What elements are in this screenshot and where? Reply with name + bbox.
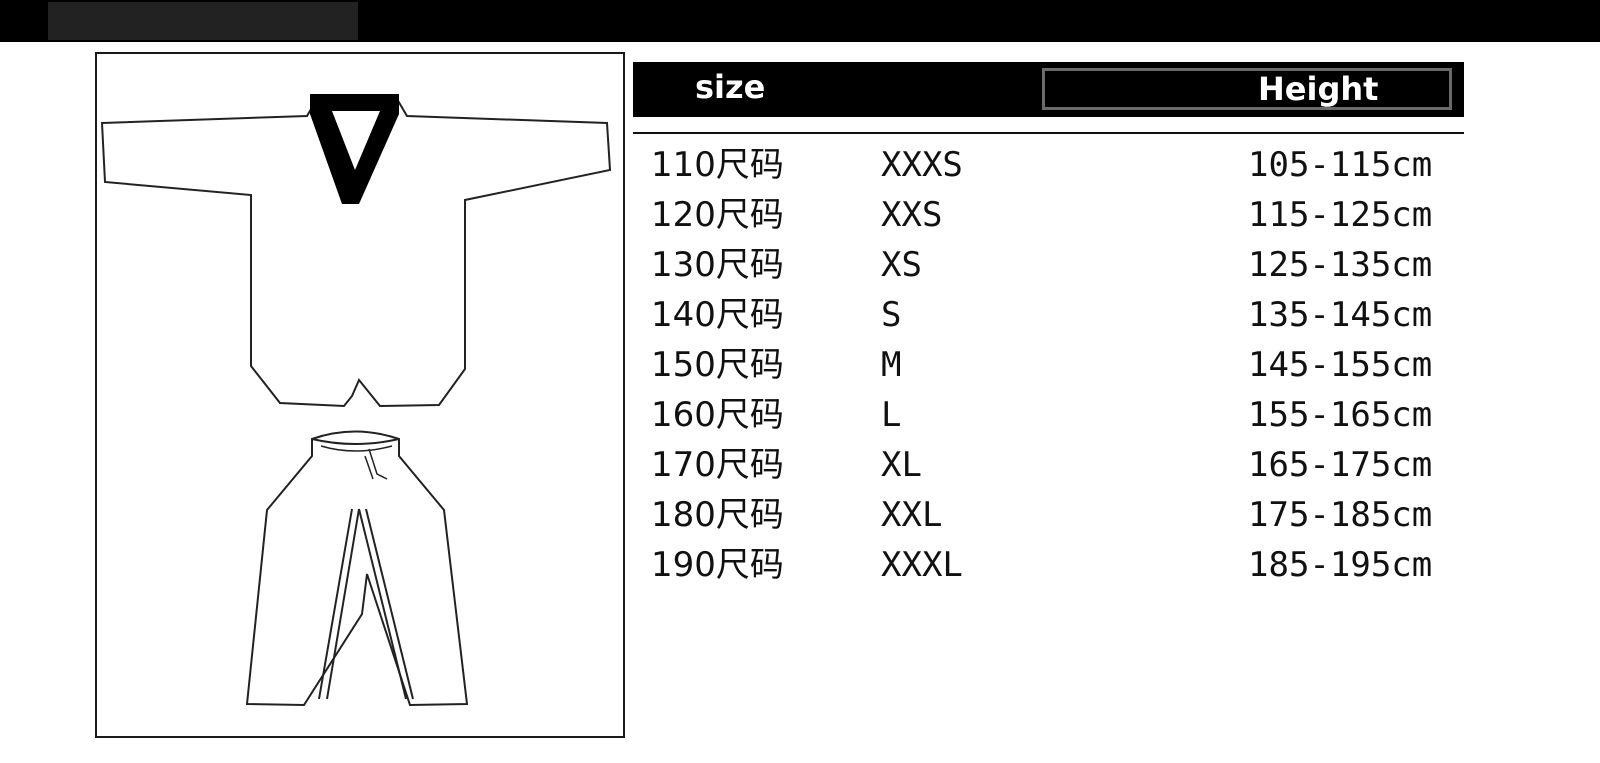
table-row: 140尺码 S 135-145cm: [651, 290, 1471, 340]
row-height: 165-175cm: [1248, 445, 1433, 485]
row-code: 120尺码: [651, 195, 784, 235]
table-row: 190尺码 XXXL 185-195cm: [651, 540, 1471, 590]
pants-outline: [245, 430, 469, 707]
row-height: 125-135cm: [1248, 245, 1433, 285]
row-height: 185-195cm: [1248, 545, 1433, 585]
uniform-illustration: [95, 52, 625, 738]
table-row: 150尺码 M 145-155cm: [651, 340, 1471, 390]
table-row: 130尺码 XS 125-135cm: [651, 240, 1471, 290]
row-code: 140尺码: [651, 295, 784, 335]
header-size-label: size: [695, 68, 766, 106]
row-code: 110尺码: [651, 145, 784, 185]
row-size: XS: [881, 245, 922, 285]
row-height: 155-165cm: [1248, 395, 1433, 435]
row-code: 130尺码: [651, 245, 784, 285]
header-divider: [633, 132, 1464, 134]
table-row: 180尺码 XXL 175-185cm: [651, 490, 1471, 540]
table-row: 120尺码 XXS 115-125cm: [651, 190, 1471, 240]
row-height: 175-185cm: [1248, 495, 1433, 535]
row-code: 160尺码: [651, 395, 784, 435]
taekwondo-uniform-drawing: [100, 94, 612, 707]
row-height: 135-145cm: [1248, 295, 1433, 335]
row-size: XL: [881, 445, 922, 485]
top-banner: [0, 0, 1600, 42]
row-height: 145-155cm: [1248, 345, 1433, 385]
row-size: XXXS: [881, 145, 963, 185]
row-code: 190尺码: [651, 545, 784, 585]
row-size: S: [881, 295, 902, 335]
table-row: 170尺码 XL 165-175cm: [651, 440, 1471, 490]
table-row: 110尺码 XXXS 105-115cm: [651, 140, 1471, 190]
table-row: 160尺码 L 155-165cm: [651, 390, 1471, 440]
row-code: 180尺码: [651, 495, 784, 535]
row-size: XXL: [881, 495, 943, 535]
table-header-bar: [633, 62, 1464, 117]
row-code: 170尺码: [651, 445, 784, 485]
row-size: XXS: [881, 195, 943, 235]
row-size: M: [881, 345, 902, 385]
row-code: 150尺码: [651, 345, 784, 385]
row-size: XXXL: [881, 545, 963, 585]
header-height-label: Height: [1258, 70, 1379, 108]
header-height-cell: [1042, 68, 1452, 110]
top-banner-tab: [48, 2, 358, 40]
row-size: L: [881, 395, 902, 435]
row-height: 105-115cm: [1248, 145, 1433, 185]
row-height: 115-125cm: [1248, 195, 1433, 235]
size-table: 110尺码 XXXS 105-115cm 120尺码 XXS 115-125cm…: [651, 140, 1471, 590]
header-size-cell: [645, 68, 1030, 110]
